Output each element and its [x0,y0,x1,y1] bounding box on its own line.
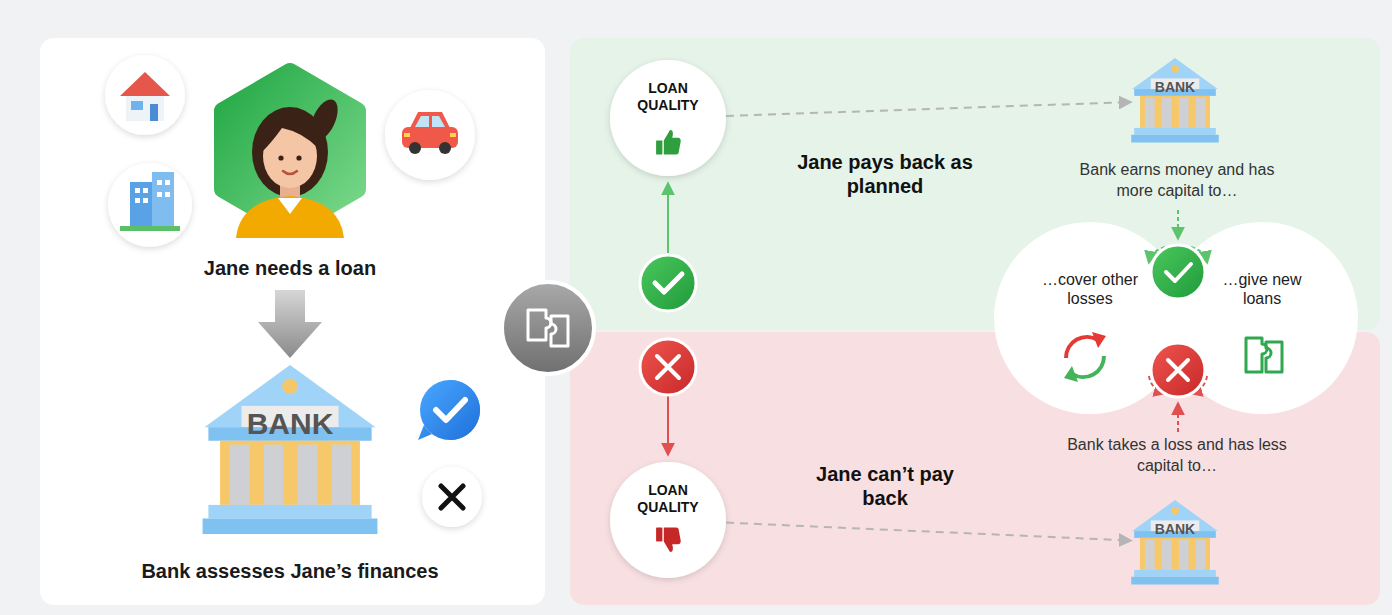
reject-bubble [422,467,482,527]
node-text: …give new loans [1217,270,1307,308]
bank-sign-text: BANK [1130,79,1220,96]
left-panel [40,38,545,605]
bank-sign-text: BANK [1130,521,1220,538]
node-text: LOAN QUALITY [628,80,708,114]
flow-connector [726,102,1130,116]
approve-bubble [418,380,480,440]
bank-box: BANK [1130,58,1220,143]
quality-circles [610,60,726,578]
quality-circle: LOAN QUALITY [610,60,726,176]
bank-box: BANK [200,365,380,535]
step-label: Jane needs a loan [140,255,440,281]
jane-figure [223,72,357,238]
node-text: LOAN QUALITY [628,482,708,516]
asset-bubbles [105,55,475,247]
edge-label: Jane pays back as planned [795,150,975,198]
puzzle-circle [502,282,594,374]
failure-band [570,332,1380,605]
bank-box: BANK [1130,500,1220,585]
outcome-circle: …cover other losses [994,222,1186,414]
outcome-note: Bank takes a loss and has less capital t… [1067,435,1287,477]
bank-building [1131,500,1218,585]
edge-label: Jane can’t pay back [795,462,975,510]
bank-sign-text: BANK [200,406,380,442]
quality-circle: LOAN QUALITY [610,462,726,578]
node-text: …cover other losses [1035,270,1145,308]
bank-building [203,365,378,534]
success-band [570,38,1380,330]
down-arrow [258,290,322,358]
decision-markers [640,184,696,454]
step-label: Bank assesses Jane’s finances [80,558,500,584]
flow-connector [726,523,1130,541]
outcome-note: Bank earns money and has more capital to… [1067,160,1287,202]
outcome-circles [994,210,1358,432]
outcome-circle: …give new loans [1166,222,1358,414]
bank-building [1131,58,1218,143]
